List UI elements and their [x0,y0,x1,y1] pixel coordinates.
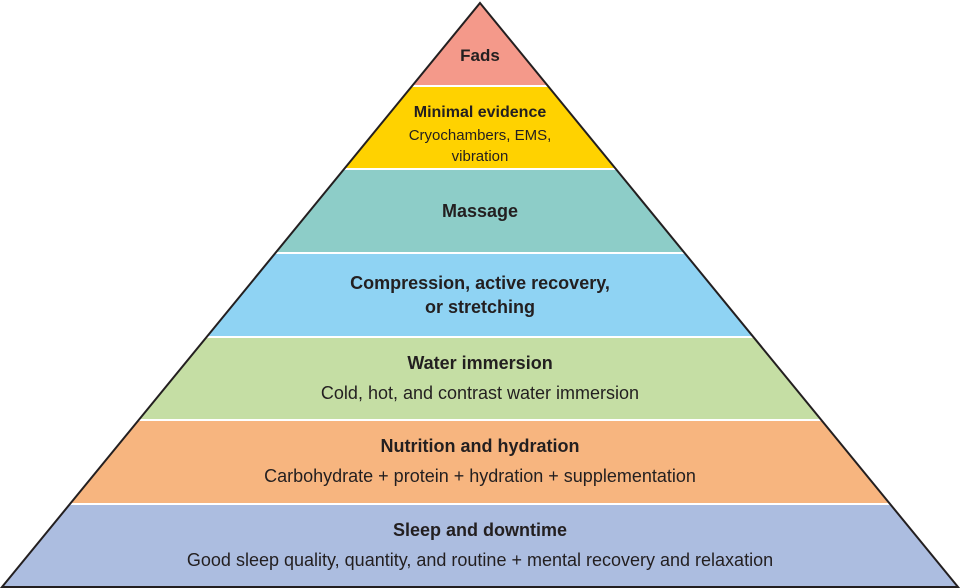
tier-subtitle-water-immersion: Cold, hot, and contrast water immersion [321,383,639,403]
tier-title-minimal-evidence: Minimal evidence [414,104,547,121]
tier-title-sleep-downtime: Sleep and downtime [393,520,567,540]
tier-band-massage [275,169,685,253]
tier-band-fads [412,3,548,86]
tier-band-sleep-downtime [2,504,958,587]
tier-bands [2,3,958,587]
tier-title-water-immersion: Water immersion [407,353,552,373]
tier-band-water-immersion [138,337,822,420]
tier-band-nutrition-hydration [69,420,891,504]
tier-title-nutrition-hydration: Nutrition and hydration [381,436,580,456]
tier-title-massage: Massage [442,201,518,221]
tier-title-compression-line1: Compression, active recovery, [350,273,610,293]
tier-subtitle-minimal-evidence-line2: vibration [452,148,509,165]
tier-subtitle-minimal-evidence-line1: Cryochambers, EMS, [409,127,552,144]
tier-band-minimal-evidence [344,86,616,169]
tier-title-fads: Fads [460,46,500,65]
tier-band-compression [206,253,754,337]
tier-subtitle-nutrition-hydration: Carbohydrate + protein + hydration + sup… [264,466,696,486]
tier-dividers [69,85,891,505]
tier-title-compression-line2: or stretching [425,297,535,317]
tier-subtitle-sleep-downtime: Good sleep quality, quantity, and routin… [187,550,773,570]
